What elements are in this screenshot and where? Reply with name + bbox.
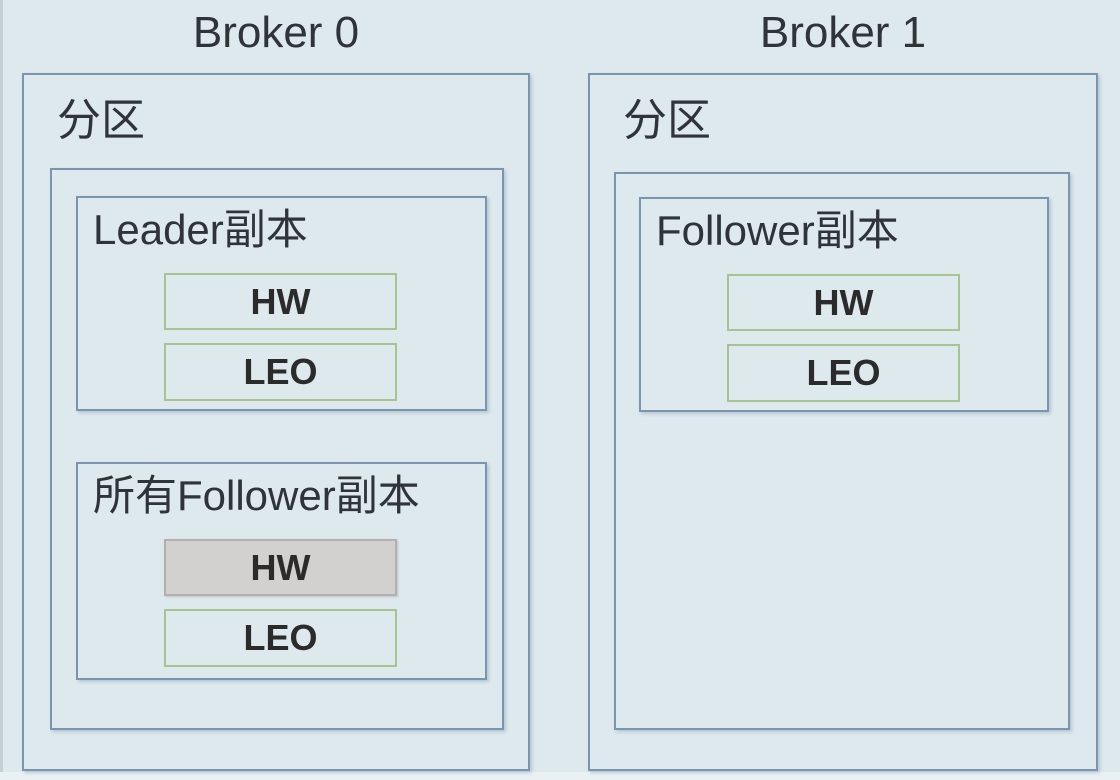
broker0-partition-box: Leader副本 HW LEO 所有Follower副本 HW LEO — [50, 168, 504, 730]
broker1-box: 分区 Follower副本 HW LEO — [588, 73, 1098, 771]
broker0-followers-hw-box: HW — [164, 539, 397, 596]
broker1-partition-label: 分区 — [623, 96, 711, 145]
broker1-follower-replica-box: Follower副本 HW LEO — [639, 197, 1049, 412]
broker1-follower-leo-label: LEO — [806, 352, 881, 393]
left-edge-artifact — [0, 0, 3, 780]
broker0-all-followers-replica-box: 所有Follower副本 HW LEO — [76, 462, 487, 680]
broker0-leader-replica-label: Leader副本 — [93, 206, 308, 253]
broker0-followers-leo-label: LEO — [243, 617, 318, 658]
bottom-edge-strip — [0, 772, 1120, 780]
broker0-leader-leo-label: LEO — [243, 351, 318, 392]
broker0-leader-replica-box: Leader副本 HW LEO — [76, 196, 487, 411]
broker0-leader-hw-box: HW — [164, 273, 397, 330]
broker0-followers-hw-label: HW — [250, 546, 311, 588]
broker1-follower-replica-label: Follower副本 — [656, 207, 899, 254]
broker0-title: Broker 0 — [192, 8, 360, 57]
broker0-leader-leo-box: LEO — [164, 343, 397, 401]
broker1-follower-hw-box: HW — [727, 274, 960, 331]
broker1-title: Broker 1 — [759, 8, 927, 57]
broker1-follower-hw-label: HW — [813, 281, 874, 323]
broker0-all-followers-replica-label: 所有Follower副本 — [93, 472, 420, 519]
broker0-partition-label: 分区 — [57, 96, 145, 145]
broker1-partition-box: Follower副本 HW LEO — [614, 172, 1070, 730]
broker1-follower-leo-box: LEO — [727, 344, 960, 402]
broker0-box: 分区 Leader副本 HW LEO 所有Follower副本 HW LEO — [22, 73, 530, 771]
broker0-leader-hw-label: HW — [250, 280, 311, 322]
broker0-followers-leo-box: LEO — [164, 609, 397, 667]
